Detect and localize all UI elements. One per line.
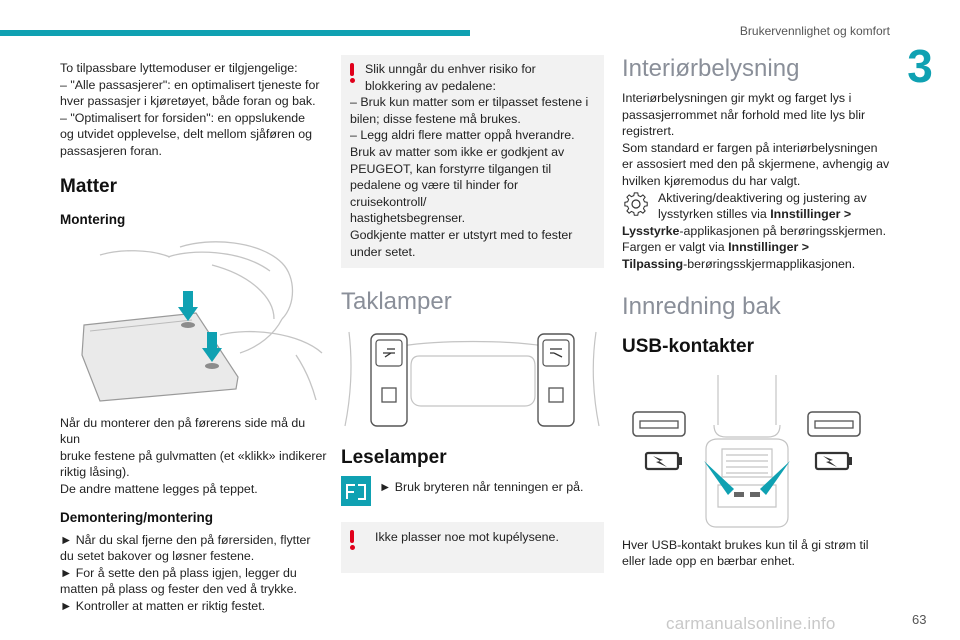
usb-line: eller lade opp en bærbar enhet. <box>622 554 795 569</box>
interior-line: er assosiert med den på skjermene, avhen… <box>622 157 890 172</box>
floor-mat-drawing <box>81 240 323 402</box>
chapter-number: 3 <box>907 40 933 92</box>
warning-line: Slik unngår du enhver risiko for <box>365 62 536 76</box>
color-text: -berøringsskjermapplikasjonen. <box>683 256 856 271</box>
color-text: Fargen er valgt via <box>622 240 729 255</box>
usb-illustration <box>622 369 872 529</box>
section-title-taklamper: Taklamper <box>341 288 452 316</box>
warning-line: pedalene og være til hinder for cruiseko… <box>350 178 519 209</box>
settings-note: Aktivering/deaktivering og justering av … <box>622 190 892 223</box>
mount-text: Når du monterer den på førerens side må … <box>60 415 328 498</box>
intro-line: – "Optimalisert for forsiden": en oppslu… <box>60 110 306 125</box>
intro-line: hver passasjer i kjøretøyet, både foran … <box>60 94 316 109</box>
remove-text: ► Når du skal fjerne den på førersiden, … <box>60 532 328 615</box>
warning-box-lamps: Ikke plasser noe mot kupélysene. <box>341 522 604 573</box>
warning-line: hastighetsbegrenser. <box>350 211 466 226</box>
interior-text: Interiørbelysningen gir mykt og farget l… <box>622 90 892 190</box>
section-title-leselamper: Leselamper <box>341 447 447 469</box>
subsection-title-montering: Montering <box>60 211 126 227</box>
intro-line: og utvidet opplevelse, delt mellom sjåfø… <box>60 127 313 142</box>
usb-text: Hver USB-kontakt brukes kun til å gi str… <box>622 537 892 570</box>
interior-line: Som standard er fargen på interiørbelysn… <box>622 140 878 155</box>
settings-line: Aktivering/deaktivering og justering av <box>658 190 867 205</box>
instruction-text: ► Bruk bryteren når tenningen er på. <box>379 480 584 495</box>
section-title-rear-fittings: Innredning bak <box>622 292 781 320</box>
column-1: To tilpassbare lyttemoduser er tilgjenge… <box>60 60 328 615</box>
settings-line: lysstyrken stilles via Innstillinger > <box>658 206 892 223</box>
mount-line: bruke festene på gulvmatten (et «klikk» … <box>60 448 327 463</box>
subsection-title-demontering: Demontering/montering <box>60 509 214 525</box>
warning-line: Godkjente matter er utstyrt med to feste… <box>350 227 573 242</box>
color-line: Fargen er valgt via Innstillinger > <box>622 239 892 256</box>
warning-line: bilen; disse festene må brukes. <box>350 111 521 126</box>
warning-text: Ikke plasser noe mot kupélysene. <box>375 530 559 545</box>
page-number: 63 <box>912 612 927 627</box>
remove-line: du setet bakover og løsner festene. <box>60 549 255 564</box>
ceiling-lamp-drawing <box>344 332 600 427</box>
warning-line: Bruk av matter som ikke er godkjent av <box>350 144 565 159</box>
gear-icon <box>624 191 648 216</box>
usb-drawing <box>632 374 861 528</box>
header-title: Brukervennlighet og komfort <box>739 24 890 38</box>
warning-line: – Legg aldri flere matter oppå hverandre… <box>350 128 575 143</box>
warning-exclamation-icon <box>349 63 355 83</box>
column-3: Interiørbelysning Interiørbelysningen gi… <box>622 55 892 570</box>
warning-line: – Bruk kun matter som er tilpasset feste… <box>350 95 589 110</box>
interior-line: passasjerrommet når forhold med lite lys… <box>622 107 866 122</box>
settings-text: -applikasjonen på berøringsskjermen. <box>679 223 887 238</box>
column-2: Slik unngår du enhver risiko for blokker… <box>341 55 604 573</box>
warning-line: under setet. <box>350 244 416 259</box>
interior-line: Interiørbelysningen gir mykt og farget l… <box>622 91 852 105</box>
remove-line: ► Når du skal fjerne den på førersiden, … <box>60 532 311 547</box>
instruction-hand-icon <box>341 476 371 507</box>
warning-line: PEUGEOT, kan forstyrre tilgangen til <box>350 161 552 176</box>
mount-line: riktig låsing). <box>60 465 130 480</box>
ceiling-lamp-illustration <box>341 326 604 430</box>
color-menu-path: Innstillinger > <box>728 240 809 255</box>
remove-line: ► Kontroller at matten er riktig festet. <box>60 598 266 613</box>
interior-line: hvilken kjøremodus du har valgt. <box>622 173 801 188</box>
intro-text: To tilpassbare lyttemoduser er tilgjenge… <box>60 60 328 160</box>
warning-exclamation-icon <box>349 530 355 551</box>
settings-menu-path: Innstillinger > <box>770 207 852 222</box>
remove-line: matten på plass og fester den ved å tryk… <box>60 582 297 597</box>
app-name-lysstyrke: Lysstyrke <box>622 223 680 238</box>
usb-line: Hver USB-kontakt brukes kun til å gi str… <box>622 537 869 552</box>
section-title-usb: USB-kontakter <box>622 335 754 357</box>
floor-mat-illustration <box>60 235 328 405</box>
intro-line: – "Alle passasjerer": en optimalisert tj… <box>60 77 320 92</box>
warning-box-pedals: Slik unngår du enhver risiko for blokker… <box>341 55 604 269</box>
section-title-interior-lighting: Interiørbelysning <box>622 55 800 82</box>
watermark: carmanualsonline.info <box>666 614 836 633</box>
mount-line: Når du monterer den på førerens side må … <box>60 415 306 447</box>
remove-line: ► For å sette den på plass igjen, legger… <box>60 565 297 580</box>
warning-line: blokkering av pedalene: <box>365 78 496 93</box>
app-name-tilpassing: Tilpassing <box>622 256 684 271</box>
settings-line: Lysstyrke-applikasjonen på berøringsskje… <box>622 223 892 240</box>
interior-line: registrert. <box>622 124 675 139</box>
mount-line: De andre mattene legges på teppet. <box>60 481 258 496</box>
chapter-progress-bar <box>0 30 470 36</box>
reading-lamp-instruction: ► Bruk bryteren når tenningen er på. <box>341 476 604 510</box>
color-line: Tilpassing-berøringsskjermapplikasjonen. <box>622 256 892 273</box>
section-title-matter: Matter <box>60 175 118 197</box>
settings-text: lysstyrken stilles via <box>658 207 771 222</box>
intro-line: passasjeren foran. <box>60 143 162 158</box>
intro-line: To tilpassbare lyttemoduser er tilgjenge… <box>60 61 298 75</box>
